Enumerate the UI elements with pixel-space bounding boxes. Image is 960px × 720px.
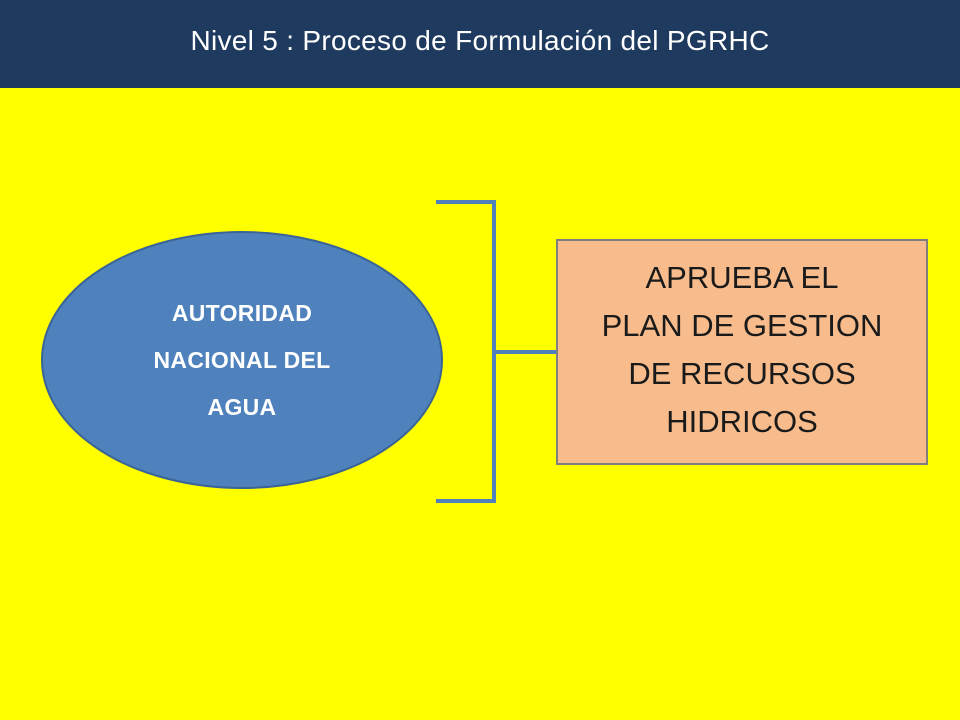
authority-node-label: AUTORIDAD NACIONAL DEL AGUA [153, 300, 331, 420]
approval-box [556, 239, 928, 465]
slide-title: Nivel 5 : Proceso de Formulación del PGR… [190, 25, 770, 56]
title-bar: Nivel 5 : Proceso de Formulación del PGR… [0, 0, 960, 88]
bracket-connector [436, 200, 556, 503]
authority-ellipse [41, 231, 443, 489]
approval-box-label: APRUEBA EL PLAN DE GESTION DE RECURSOS H… [601, 260, 883, 439]
